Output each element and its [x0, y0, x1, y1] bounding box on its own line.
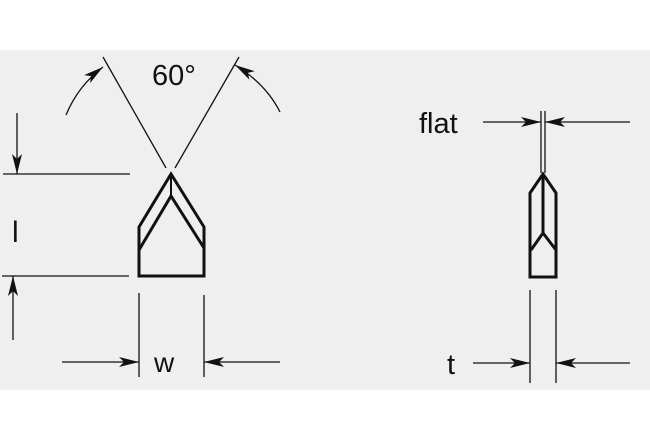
angle-arc-right-arrow	[234, 64, 281, 113]
length-label: l	[12, 216, 19, 249]
thickness-label: t	[447, 349, 455, 381]
side-tool-outline	[528, 171, 558, 279]
side-inner-chevron	[529, 230, 558, 251]
front-view	[2, 56, 281, 377]
width-label: w	[153, 347, 175, 378]
angle-label: 60°	[152, 60, 196, 92]
tool-inner-chevron	[137, 193, 206, 251]
angle-arc-left-arrow	[65, 66, 104, 116]
angle-line-left	[102, 56, 167, 169]
side-view	[473, 111, 630, 383]
angle-line-right	[174, 56, 240, 169]
tool-outline	[137, 171, 206, 278]
flat-label: flat	[419, 108, 458, 140]
